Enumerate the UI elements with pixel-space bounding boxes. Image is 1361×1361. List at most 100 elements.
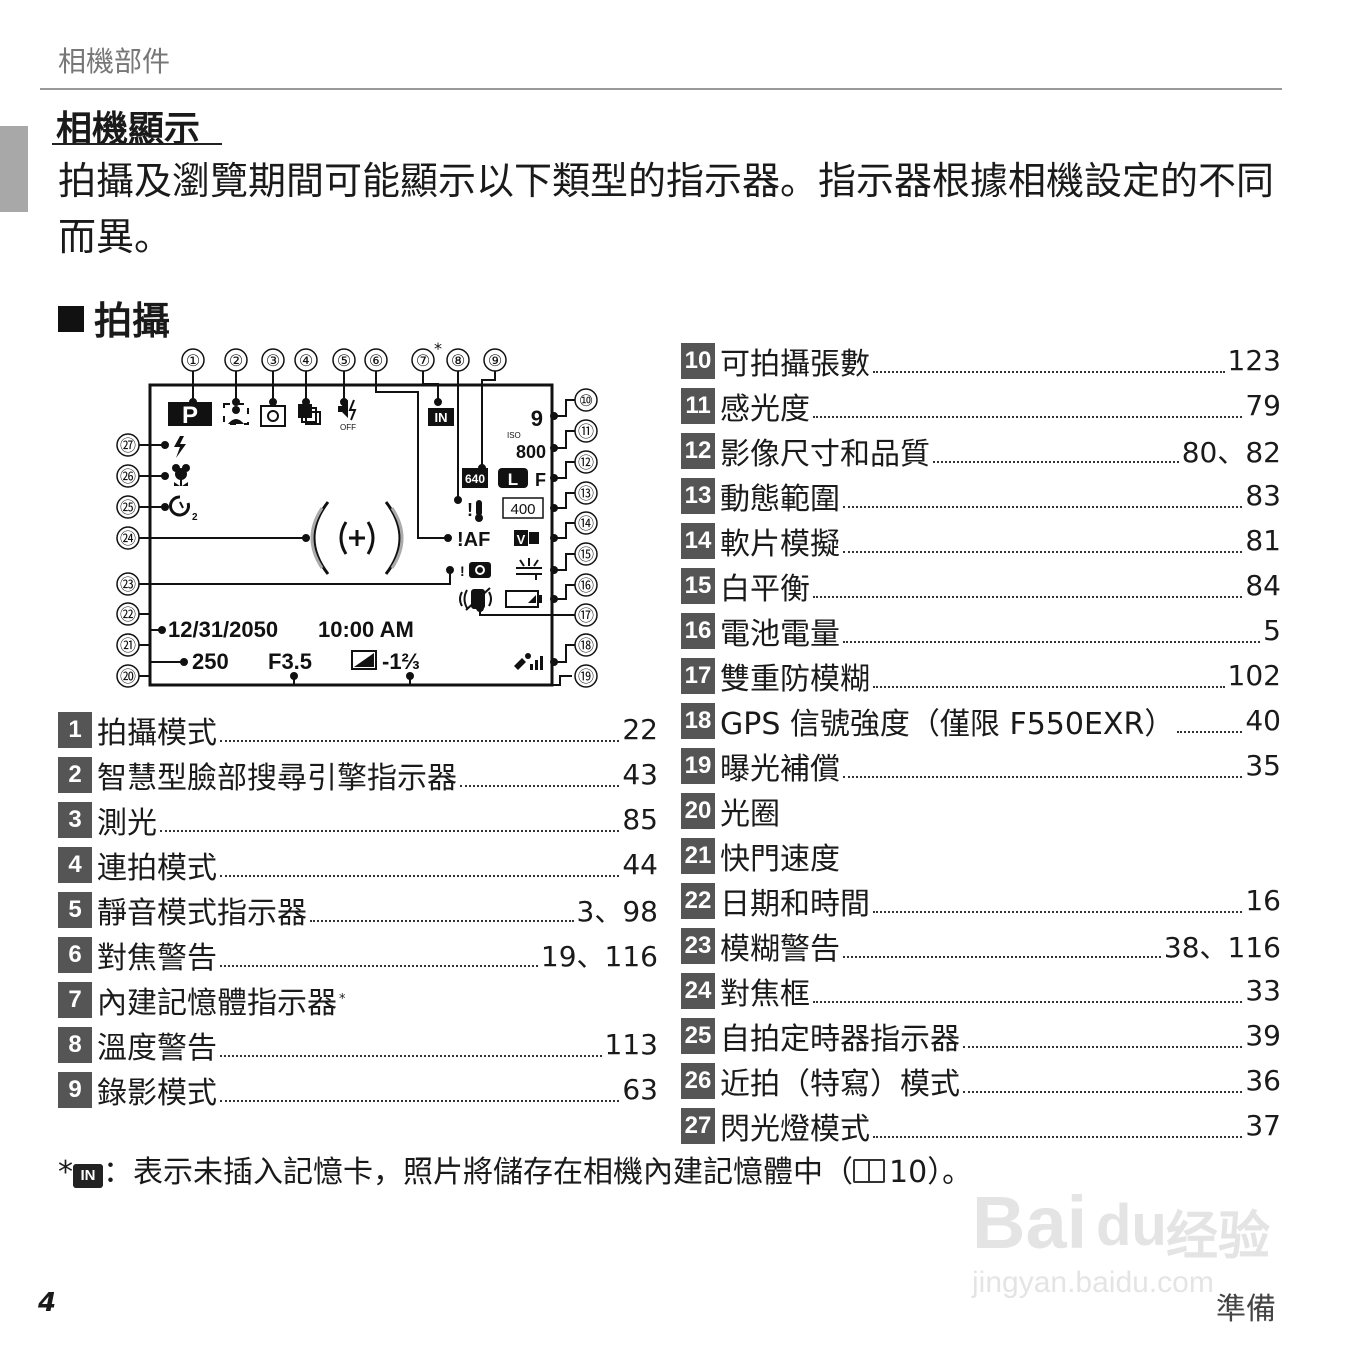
watermark-url: jingyan.baidu.com [972, 1266, 1214, 1299]
callout-23: ㉓ [120, 575, 136, 594]
item-label: 雙重防模糊 [720, 661, 870, 697]
item-number-badge: 10 [681, 342, 715, 379]
item-number-badge: 8 [58, 1026, 92, 1063]
item-number-badge: 27 [681, 1107, 715, 1144]
callout-3: ③ [266, 351, 280, 370]
footnote-close: ）。 [927, 1155, 973, 1190]
page-reference: 3、98 [576, 894, 658, 928]
dynamic-range: 400 [510, 501, 535, 518]
item-label: 對焦警告 [97, 940, 217, 976]
macro-icon [172, 464, 190, 486]
item-label: 快門速度 [720, 841, 840, 877]
shutter-readout: 250 [192, 649, 229, 674]
page-reference: 81 [1245, 524, 1281, 557]
svg-text:V: V [517, 532, 526, 547]
item-number-badge: 24 [681, 972, 715, 1009]
item-number-badge: 5 [58, 891, 92, 928]
exposure-compensation-icon [351, 650, 377, 670]
iso-label: ISO [507, 431, 521, 440]
chapter-tab [0, 126, 28, 212]
page-reference: 37 [1245, 1109, 1281, 1142]
mode-icon: P [182, 402, 198, 429]
callout-7-star: * [434, 340, 442, 358]
callout-27: ㉗ [120, 436, 136, 455]
dot-leader [843, 955, 1161, 958]
item-number-badge: 17 [681, 657, 715, 694]
item-label: 連拍模式 [97, 850, 217, 886]
item-label: 電池電量 [720, 616, 840, 652]
page-reference: 85 [622, 803, 658, 836]
callout-4: ④ [299, 351, 313, 370]
intro-paragraph: 拍攝及瀏覽期間可能顯示以下類型的指示器。指示器根據相機設定的不同而異。 [58, 159, 1275, 259]
callout-25: ㉕ [120, 498, 136, 517]
page-reference: 44 [622, 848, 658, 881]
subhead-text: 拍攝 [94, 299, 171, 343]
exposure-comp-readout: -1⅔ [382, 649, 420, 674]
item-label: 曝光補償 [720, 751, 840, 787]
dot-leader [160, 829, 620, 832]
focus-warning: !AF [457, 529, 490, 551]
item-number-badge: 4 [58, 846, 92, 883]
callout-18: ⑱ [578, 636, 594, 655]
gps-signal-icon [514, 653, 543, 670]
page-reference: 39 [1245, 1019, 1281, 1052]
page-reference: 33 [1245, 974, 1281, 1007]
dot-leader [220, 1099, 620, 1102]
item-number-badge: 19 [681, 747, 715, 784]
item-label: GPS 信號強度（僅限 F550EXR） [720, 706, 1175, 742]
dot-leader [843, 775, 1243, 778]
page-reference: 102 [1227, 659, 1281, 692]
page-reference: 16 [1245, 884, 1281, 917]
dot-leader [873, 1135, 1243, 1138]
flash-icon [174, 436, 186, 458]
callout-10: ⑩ [579, 391, 593, 410]
dot-leader [813, 595, 1243, 598]
dot-leader [873, 370, 1225, 373]
svg-text:!: ! [467, 500, 473, 520]
page-reference: 79 [1245, 389, 1281, 422]
footnote-ref: 10 [889, 1155, 928, 1190]
dot-leader [813, 415, 1243, 418]
silent-off-label: OFF [340, 423, 356, 432]
internal-memory-icon: IN [435, 410, 448, 425]
dot-leader [310, 919, 574, 922]
aperture-readout: F3.5 [268, 649, 312, 674]
image-quality: F [535, 470, 546, 490]
dot-leader [963, 1090, 1243, 1093]
item-label: 可拍攝張數 [720, 346, 870, 382]
item-label: 日期和時間 [720, 886, 870, 922]
callout-22: ㉒ [120, 605, 136, 624]
page-reference: 5 [1263, 614, 1281, 647]
continuous-shooting-icon [298, 404, 321, 425]
item-label: 光圈 [720, 796, 780, 832]
item-label: 模糊警告 [720, 931, 840, 967]
page-reference: 40 [1245, 704, 1281, 737]
watermark-brand: Bai [972, 1181, 1088, 1264]
battery-icon [505, 590, 542, 608]
item-number-badge: 9 [58, 1071, 92, 1108]
item-label: 閃光燈模式 [720, 1111, 870, 1147]
callout-17: ⑰ [578, 606, 594, 625]
page-reference: 63 [622, 1073, 658, 1106]
page-reference: 43 [622, 758, 658, 791]
dot-leader [873, 910, 1243, 913]
dot-leader [843, 505, 1243, 508]
page-reference: 83 [1245, 479, 1281, 512]
iso-value: 800 [516, 442, 546, 462]
